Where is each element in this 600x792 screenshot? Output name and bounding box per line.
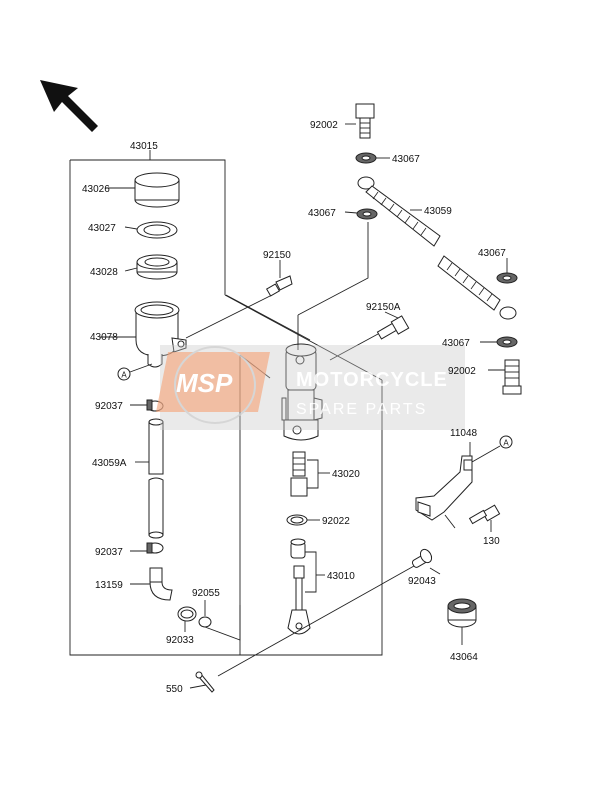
label-43059A: 43059A [92,458,127,469]
banjo-bolt-bottom [488,359,522,395]
bracket-bolt [468,504,501,532]
label-43028: 43028 [90,267,118,278]
banjo-bolt-top [345,103,375,139]
watermark-line1: MOTORCYCLE [296,369,448,391]
label-92043: 92043 [408,576,436,587]
label-92033: 92033 [166,635,194,646]
reference-marker-a-right: A [499,435,513,449]
svg-text:A: A [121,371,127,380]
label-92037-lower: 92037 [95,547,123,558]
label-43067-3: 43067 [478,248,506,259]
push-rod [287,538,325,635]
label-92037-upper: 92037 [95,401,123,412]
label-92002-top: 92002 [310,120,338,131]
label-92150: 92150 [263,250,291,261]
label-130: 130 [483,536,500,547]
reservoir-cap [105,172,180,208]
label-43067-4: 43067 [442,338,470,349]
reservoir-hose [135,418,164,539]
label-11048: 11048 [450,428,478,439]
label-43067-1: 43067 [392,154,420,165]
label-92022: 92022 [322,516,350,527]
washer-2 [344,208,378,220]
clevis-pin [217,548,441,677]
washer-3 [496,258,518,284]
brake-hose [357,176,517,320]
mounting-bolt [329,311,410,361]
label-13159: 13159 [95,580,123,591]
label-92002-bottom: 92002 [448,366,476,377]
grommet [447,598,477,645]
reference-marker-a-left: A [117,363,153,381]
diaphragm-plate [124,221,178,239]
reservoir [100,294,273,368]
hose-bracket [415,442,501,529]
watermark: MSP MOTORCYCLE SPARE PARTS [156,345,465,430]
label-43067-2: 43067 [308,208,336,219]
label-43015: 43015 [130,141,158,152]
label-43059: 43059 [424,206,452,217]
hose-clip-lower [130,542,164,554]
hose-fitting [130,567,173,601]
o-ring [198,600,241,641]
washer-1 [355,152,390,164]
label-43010: 43010 [327,571,355,582]
piston-circlip [286,514,320,526]
label-92150A: 92150A [366,302,401,313]
piston-kit [290,451,330,497]
label-43078: 43078 [90,332,118,343]
cotter-pin [189,671,215,693]
watermark-logo: MSP [176,368,233,398]
circlip [177,606,197,632]
label-43027: 43027 [88,223,116,234]
master-cylinder-body [281,222,369,441]
label-43026: 43026 [82,184,110,195]
label-550: 550 [166,684,183,695]
part-labels: 43015 43026 43027 43028 43078 92037 4305… [82,120,506,695]
banjo-bolt-reservoir [265,260,293,297]
front-arrow-icon [40,80,98,132]
svg-text:A: A [503,439,509,448]
label-43020: 43020 [332,469,360,480]
washer-4 [480,336,518,348]
label-92055: 92055 [192,588,220,599]
watermark-line2: SPARE PARTS [296,401,427,418]
label-43064: 43064 [450,652,478,663]
diaphragm [124,254,178,280]
